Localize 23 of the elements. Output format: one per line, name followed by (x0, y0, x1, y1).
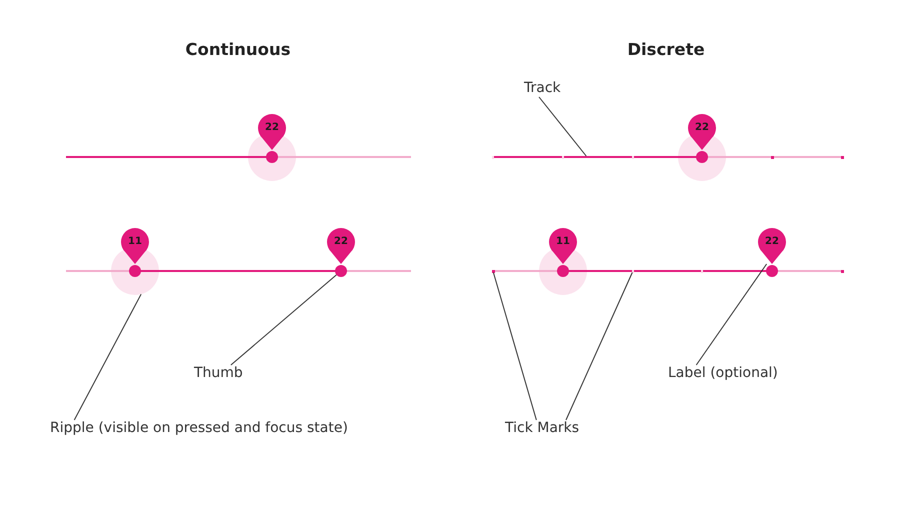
panel-heading: Continuous (185, 40, 291, 60)
value-label: 11 (549, 228, 577, 264)
callout-label: Ripple (visible on pressed and focus state) (50, 420, 348, 437)
leader-line (696, 264, 768, 366)
callout-label: Label (optional) (668, 365, 778, 382)
value-label: 22 (758, 228, 786, 264)
value-label: 22 (258, 114, 286, 150)
slider-thumb (766, 265, 778, 277)
callout-label: Track (524, 80, 561, 97)
leader-line (566, 272, 633, 420)
callout-label: Tick Marks (505, 420, 580, 437)
value-label: 22 (688, 114, 716, 150)
value-label: 22 (327, 228, 355, 264)
tick-mark (632, 270, 634, 272)
callout-label: Thumb (194, 365, 243, 382)
leader-line (74, 294, 142, 420)
leader-line (538, 96, 587, 156)
value-label: 11 (121, 228, 149, 264)
leader-line (492, 272, 537, 420)
panel-heading: Discrete (627, 40, 705, 60)
leader-line (230, 274, 337, 366)
slider-thumb (335, 265, 347, 277)
tick-mark (492, 270, 494, 272)
